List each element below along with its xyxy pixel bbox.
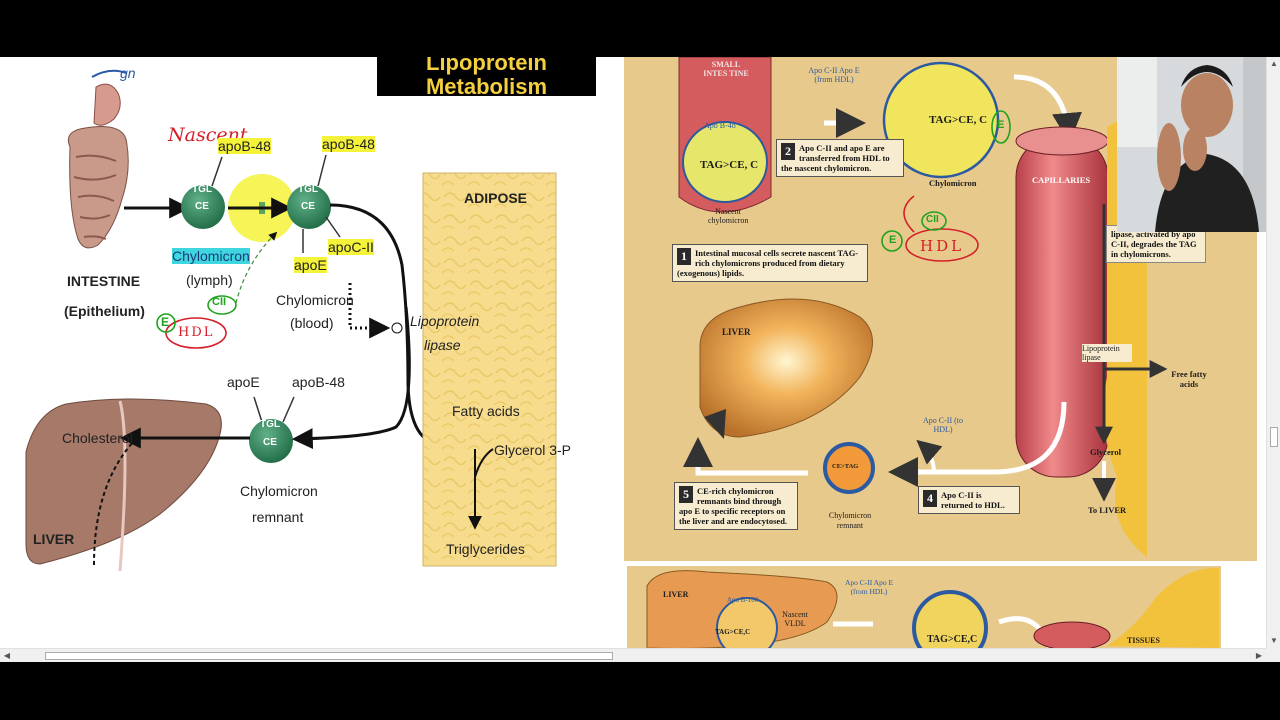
scan-nascent-chylomicron-label: Nascent chylomicron	[708, 207, 749, 225]
label-ce-lymph: CE	[195, 201, 209, 212]
label-chylomicron-blood: Chylomicron	[276, 292, 354, 308]
label-lipase: lipase	[424, 337, 461, 353]
document-viewport[interactable]: Lipoprotein Metabolism	[0, 57, 1266, 648]
dashed-apo-transfer-arrow	[235, 231, 278, 304]
vertical-scrollbar[interactable]: ▲ ▼	[1266, 57, 1280, 648]
letterbox-bottom	[0, 662, 1280, 720]
label-apob48-blood: apoB-48	[322, 136, 375, 152]
e-annotation-circle	[156, 313, 176, 333]
horizontal-scroll-thumb[interactable]	[45, 652, 613, 660]
vertical-scroll-thumb[interactable]	[1270, 427, 1278, 447]
ink-top-scribble: gn	[120, 65, 136, 81]
adipose-tissue	[422, 172, 557, 567]
dotted-lipase-arrow	[348, 283, 391, 339]
label-apob48-nascent: apoB-48	[218, 138, 271, 154]
label-remnant: remnant	[252, 509, 304, 525]
label-apoc2: apoC-II	[328, 239, 374, 255]
scan-lower-tag-big-label: TAG>CE,C	[927, 634, 978, 645]
label-lipoprotein: Lipoprotein	[410, 313, 480, 329]
scan-lipoprotein-lipase-label: Lipoprotein lipase	[1082, 344, 1132, 362]
label-cholesterol: Cholesterol	[62, 430, 133, 446]
scan-apo-cii-e-label: Apo C-II Apo E (from HDL)	[808, 66, 860, 84]
metabolism-diagram	[25, 69, 557, 572]
scan-ink-e2: E	[997, 119, 1005, 131]
dashed-cholesterol-arrow	[93, 440, 135, 566]
scan-lower-nascent-vldl-label: Nascent VLDL	[782, 610, 808, 628]
scan-free-fatty-acids-label: Free fatty acids	[1171, 369, 1207, 389]
horizontal-scrollbar[interactable]: ◀ ▶	[0, 648, 1266, 662]
scan-capillaries-label: CAPILLARIES	[1032, 175, 1091, 185]
letterbox-top	[0, 0, 1280, 57]
ink-hdl: HDL	[178, 325, 215, 340]
intestine-icon	[67, 83, 129, 249]
label-ce-remnant: CE	[263, 437, 277, 448]
label-tgl-lymph: TGL	[192, 184, 212, 195]
scan-tag-label-big: TAG>CE, C	[929, 114, 988, 126]
label-blood: (blood)	[290, 315, 334, 331]
lipase-plus-icon	[391, 322, 403, 334]
textbook-figure-scan: SMALL INTES TINE Apo B-48 TAG>CE, C Nasc…	[624, 57, 1257, 561]
chylomicron-remnant-particle	[249, 419, 293, 463]
label-intestine: INTESTINE	[67, 273, 141, 289]
scan-lower-apo-label: Apo C-II Apo E (from HDL)	[844, 578, 894, 596]
label-tgl-blood: TGL	[298, 184, 318, 195]
scan-chylomicron-label: Chylomicron	[929, 178, 977, 188]
slide-title: Lipoprotein Metabolism	[377, 57, 596, 96]
label-fatty-acids: Fatty acids	[452, 403, 520, 419]
scan-lower-apo-b100-label: Apo B-100	[727, 596, 759, 604]
scan-lower-tissues-label: TISSUES	[1127, 636, 1160, 645]
scan-glycerol-label: Glycerol	[1090, 447, 1121, 457]
scan-lower-liver-label: LIVER	[663, 590, 689, 599]
hdl-annotation-circle	[165, 317, 227, 349]
label-ce-blood: CE	[301, 201, 315, 212]
scan-ce-tag-label: CE>TAG	[832, 463, 859, 470]
label-liver: LIVER	[33, 531, 75, 547]
scan-remnant-label: Chylomicron remnant	[828, 511, 872, 530]
presenter-webcam	[1117, 57, 1266, 232]
scan-to-liver-label: To LIVER	[1088, 505, 1127, 515]
chylomicron-blood-particle	[287, 185, 331, 229]
label-chylomicron-lymph: Chylomicron	[172, 248, 250, 264]
label-glycerol-3p: Glycerol 3-P	[494, 442, 572, 458]
scan-liver-label: LIVER	[722, 327, 751, 337]
label-adipose: ADIPOSE	[464, 190, 528, 206]
scroll-right-icon[interactable]: ▶	[1255, 651, 1263, 660]
slide-lipoprotein-metabolism: Lipoprotein Metabolism	[0, 57, 612, 648]
label-apoe-blood: apoE	[294, 257, 327, 273]
label-lymph: (lymph)	[186, 272, 233, 288]
label-triglycerides: Triglycerides	[446, 541, 525, 557]
label-apob48-remnant: apoB-48	[292, 374, 345, 390]
scroll-up-icon[interactable]: ▲	[1270, 59, 1278, 68]
label-tgl-remnant: TGL	[260, 419, 280, 430]
cii-annotation-circle	[207, 295, 237, 315]
scrollbar-corner	[1266, 648, 1280, 662]
scan-tag-label-small: TAG>CE, C	[700, 159, 759, 171]
scan-diagram	[678, 57, 1168, 558]
label-epithelium: (Epithelium)	[64, 303, 145, 319]
ink-cii: CII	[212, 296, 227, 308]
textbook-figure-scan-lower: LIVER Apo B-100 TAG>CE,C Nascent VLDL Ap…	[627, 566, 1221, 648]
scroll-down-icon[interactable]: ▼	[1270, 636, 1278, 645]
scan-apo-b48-label: Apo B-48	[704, 121, 736, 130]
scan-small-intestine-label: SMALL INTES TINE	[703, 60, 749, 78]
label-chylomicron-remnant: Chylomicron	[240, 483, 318, 499]
scan-ink-hdl: HDL	[920, 237, 965, 255]
ink-scribble	[91, 69, 127, 78]
chylomicron-lymph-particle	[181, 185, 225, 229]
scan-ink-cii: CII	[926, 214, 939, 225]
scan-apo-cii-to-hdl-label: Apo C-II (to HDL)	[923, 416, 963, 434]
arrow-to-remnant	[291, 306, 411, 450]
ink-e: E	[161, 315, 170, 329]
scroll-left-icon[interactable]: ◀	[3, 651, 11, 660]
label-apoe-remnant: apoE	[227, 374, 260, 390]
scan-ink-e: E	[889, 234, 897, 246]
scan-lower-tag-label: TAG>CE,C	[715, 628, 751, 636]
